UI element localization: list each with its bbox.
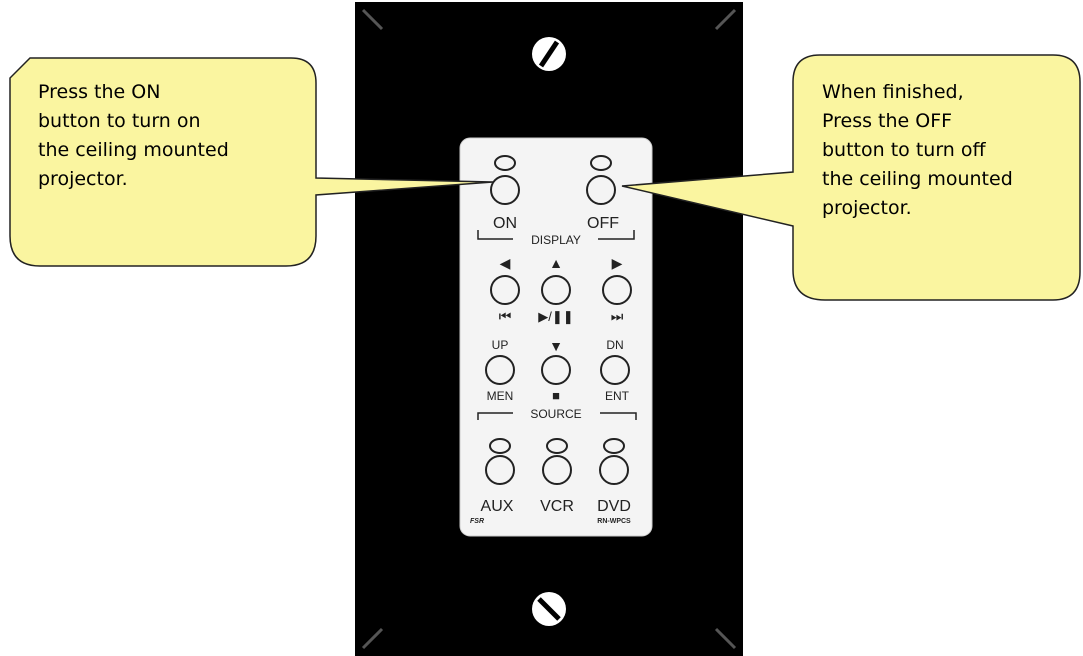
button-circle[interactable] [541, 355, 571, 385]
group-bracket [600, 412, 637, 420]
group-bracket [477, 412, 513, 420]
down-arrow-icon: ▼ [549, 338, 563, 354]
callout-line: button to turn on [38, 110, 201, 132]
button-circle[interactable] [599, 455, 629, 485]
plate-corner-mark [361, 627, 384, 650]
button-circle[interactable] [586, 175, 616, 205]
brand-label: FSR [470, 518, 484, 525]
right-arrow-icon: ▶ [612, 255, 623, 271]
led-indicator [494, 155, 516, 171]
on-button[interactable]: ON [490, 155, 520, 232]
play-pause-icon: ▶/❚❚ [538, 309, 573, 325]
led-indicator [546, 438, 568, 454]
stop-button[interactable]: ▼ ■ [541, 338, 571, 403]
menu-label: MEN [487, 389, 514, 403]
panel-face [459, 137, 653, 537]
callout-line: the ceiling mounted [38, 139, 229, 161]
callout-line: button to turn off [822, 139, 986, 161]
enter-button[interactable]: DN ENT [600, 338, 630, 403]
led-indicator [489, 438, 511, 454]
on-button-label: ON [493, 215, 517, 232]
button-circle[interactable] [541, 275, 571, 305]
aux-button[interactable]: AUX [481, 438, 515, 515]
off-button-label: OFF [587, 215, 619, 232]
callout-line: projector. [822, 197, 912, 219]
led-indicator [590, 155, 612, 171]
model-label: RN-WPCS [597, 518, 631, 525]
button-circle[interactable] [542, 455, 572, 485]
callout-line: projector. [38, 168, 128, 190]
plate-corner-mark [714, 8, 737, 31]
callout-line: Press the ON [38, 81, 161, 103]
plate-corner-mark [714, 627, 737, 650]
dvd-button[interactable]: DVD [597, 438, 631, 515]
callout-right-text: When finished, Press the OFF button to t… [822, 78, 1013, 223]
off-button[interactable]: OFF [586, 155, 619, 232]
group-bracket [598, 230, 635, 240]
bottom-screw-icon [532, 592, 566, 626]
source-group: SOURCE [477, 407, 637, 421]
button-circle[interactable] [602, 275, 632, 305]
plate-corner-mark [361, 8, 384, 31]
aux-label: AUX [481, 498, 514, 515]
prev-button[interactable]: ◀ ⏮ [490, 255, 520, 324]
display-group: DISPLAY [477, 230, 635, 247]
next-button[interactable]: ▶ ⏭ [602, 255, 632, 324]
callout-line: the ceiling mounted [822, 168, 1013, 190]
button-circle[interactable] [600, 355, 630, 385]
vcr-button[interactable]: VCR [540, 438, 574, 515]
left-arrow-icon: ◀ [500, 255, 511, 271]
source-group-label: SOURCE [530, 407, 581, 421]
stop-icon: ■ [552, 388, 560, 403]
control-panel: ON OFF DISPLAY ◀ ⏮ ▲ ▶/❚❚ ▶ ⏭ [459, 137, 653, 537]
up-arrow-icon: ▲ [549, 255, 563, 271]
callout-line: When finished, [822, 81, 964, 103]
callout-left-bubble [9, 57, 494, 267]
top-screw-icon [532, 37, 566, 71]
menu-button[interactable]: UP MEN [485, 338, 515, 403]
down-label: DN [606, 338, 623, 352]
play-pause-button[interactable]: ▲ ▶/❚❚ [538, 255, 573, 325]
enter-label: ENT [605, 389, 630, 403]
display-group-label: DISPLAY [531, 233, 581, 247]
button-circle[interactable] [490, 175, 520, 205]
up-label: UP [492, 338, 509, 352]
vcr-label: VCR [540, 498, 574, 515]
callout-line: Press the OFF [822, 110, 953, 132]
button-circle[interactable] [485, 355, 515, 385]
skip-back-icon: ⏮ [499, 308, 512, 324]
button-circle[interactable] [485, 455, 515, 485]
callout-right-bubble [621, 54, 1081, 301]
skip-forward-icon: ⏭ [611, 308, 624, 324]
group-bracket [477, 230, 513, 240]
dvd-label: DVD [597, 498, 631, 515]
callout-left-text: Press the ON button to turn on the ceili… [38, 78, 229, 194]
led-indicator [603, 438, 625, 454]
button-circle[interactable] [490, 275, 520, 305]
